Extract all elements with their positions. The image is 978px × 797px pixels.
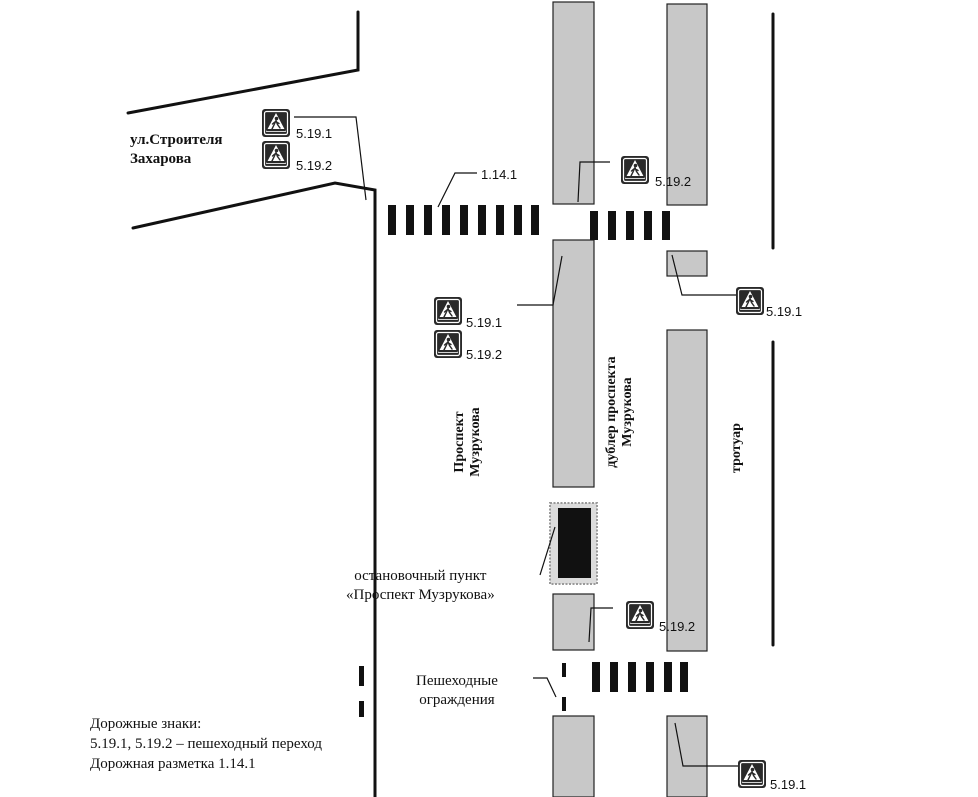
sign-code-lower-middle: 5.19.2 (659, 619, 696, 634)
ped-crossing-sign-icon (737, 759, 767, 789)
street-upper-edge (126, 10, 360, 115)
street-edges (126, 10, 377, 797)
service-road-line2: Музрукова (620, 377, 635, 447)
legend-title: Дорожные знаки: (90, 716, 202, 732)
sign-code-top-left-2: 5.19.2 (296, 158, 333, 173)
legend-signs-line: 5.19.1, 5.19.2 – пешеходный переход (90, 736, 322, 752)
sidewalk-label: тротуар (729, 423, 744, 473)
legend: Дорожные знаки: 5.19.1, 5.19.2 – пешеход… (90, 714, 322, 774)
ped-crossing-sign-icon (620, 155, 650, 185)
prospect-label: Проспект Музрукова (452, 402, 484, 482)
bus-stop-shelter (549, 502, 598, 585)
median-center-bottom (552, 715, 595, 797)
sign-code-top-left-1: 5.19.1 (296, 126, 333, 141)
median-right-top (666, 3, 708, 206)
sign-code-middle-left-2: 5.19.2 (466, 347, 503, 362)
pedestrian-fences (562, 663, 566, 711)
ped-crossing-sign-icon (625, 600, 655, 630)
prospect-line1: Проспект (452, 411, 467, 473)
service-road-line1: дублер проспекта (604, 356, 619, 468)
sign-code-right-upper: 5.19.1 (766, 304, 803, 319)
ped-crossing-sign-icon (433, 329, 463, 359)
median-center-top (552, 1, 595, 205)
legend-marking-line: Дорожная разметка 1.14.1 (90, 756, 256, 772)
median-right-small (666, 250, 708, 277)
bus-stop-line2: «Проспект Музрукова» (346, 587, 495, 603)
street-name-line2: Захарова (130, 151, 192, 167)
median-islands (552, 1, 708, 797)
service-road-label: дублер проспекта Музрукова (604, 344, 636, 480)
street-name-line1: ул.Строителя (130, 132, 223, 148)
median-right-bottom (666, 715, 708, 797)
sign-code-bottom-right: 5.19.1 (770, 777, 807, 792)
bus-stop-line1: остановочный пункт (354, 568, 487, 584)
sign-code-middle-left-1: 5.19.1 (466, 315, 503, 330)
median-right-long (666, 329, 708, 652)
zebra-crossing-top-left (388, 205, 539, 235)
leader-lines (294, 116, 738, 767)
lane-dashes (359, 666, 364, 717)
median-center-mid (552, 239, 595, 488)
zebra-crossing-bottom (592, 662, 688, 692)
fence-line2: ограждения (419, 692, 495, 708)
prospect-line2: Музрукова (468, 407, 483, 477)
fence-line1: Пешеходные (416, 673, 498, 689)
zebra-crossing-top-right (590, 211, 670, 240)
street-lower-edge (131, 181, 377, 797)
median-center-low (552, 593, 595, 651)
ped-crossing-sign-icon (261, 140, 291, 170)
fence-label: Пешеходные ограждения (416, 672, 498, 710)
ped-crossing-sign-icon (261, 108, 291, 138)
street-name-label: ул.Строителя Захарова (130, 131, 223, 169)
sign-code-top-middle: 5.19.2 (655, 174, 692, 189)
ped-crossing-sign-icon (735, 286, 765, 316)
marking-code-label: 1.14.1 (481, 167, 518, 182)
ped-crossing-sign-icon (433, 296, 463, 326)
bus-stop-label: остановочный пункт «Проспект Музрукова» (346, 567, 495, 605)
